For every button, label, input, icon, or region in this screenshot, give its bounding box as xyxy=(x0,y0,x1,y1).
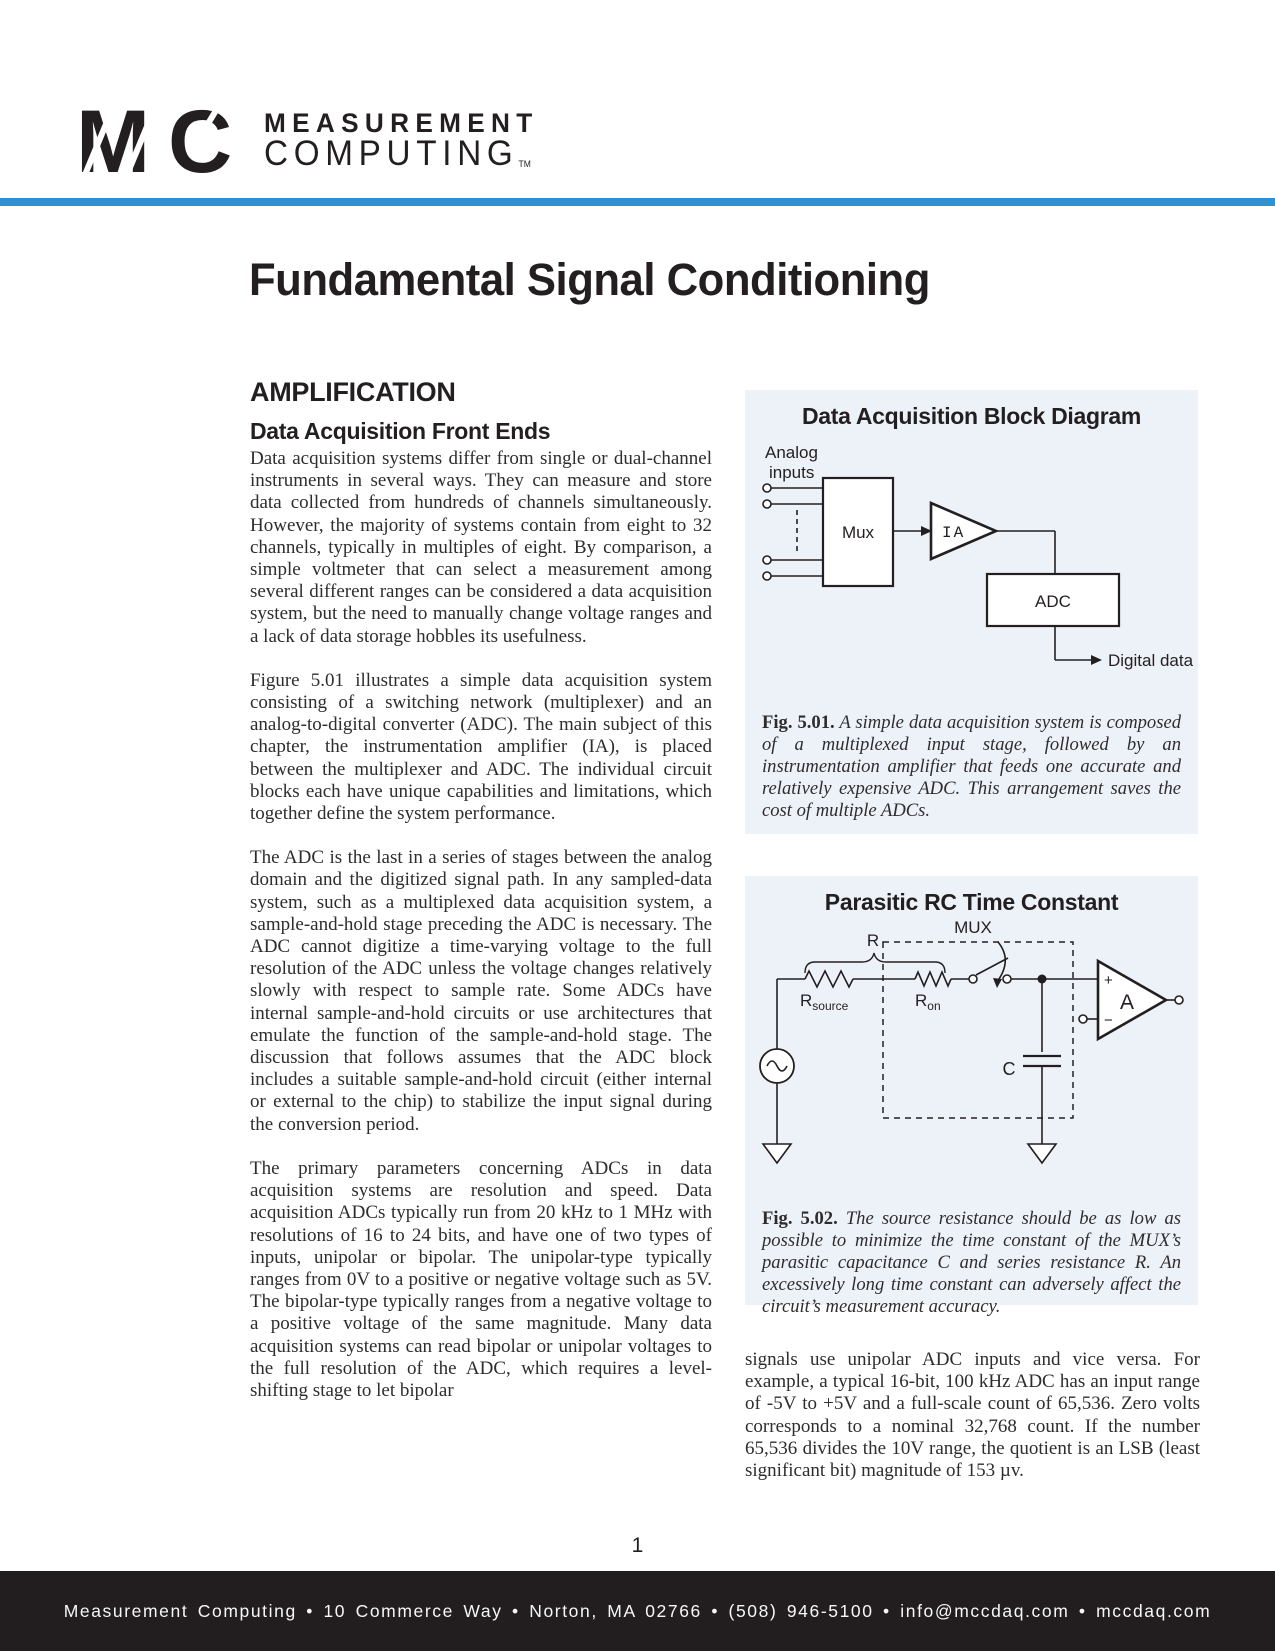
figure-caption-text: A simple data acquisition system is comp… xyxy=(762,711,1182,821)
logo-computing: COMPUTINGTM xyxy=(264,134,531,173)
mux-label: Mux xyxy=(842,523,875,542)
trademark-symbol: TM xyxy=(518,159,531,169)
r-label: R xyxy=(867,931,879,950)
section-heading: AMPLIFICATION xyxy=(250,377,456,407)
paragraph: Figure 5.01 illustrates a simple data ac… xyxy=(250,669,712,825)
mc-logo-icon: M C xyxy=(80,106,232,178)
ground-symbol xyxy=(761,1143,793,1165)
mux-label: MUX xyxy=(954,918,992,937)
switch-contact xyxy=(968,974,978,984)
opamp-symbol xyxy=(1096,958,1169,1042)
amp-label: A xyxy=(1120,991,1134,1014)
page-title: Fundamental Signal Conditioning xyxy=(249,254,930,305)
figure-5-01-box: Data Acquisition Block Diagram xyxy=(745,390,1198,834)
figure-5-02-box: Parasitic RC Time Constant xyxy=(745,876,1198,1317)
analog-inputs-label: inputs xyxy=(769,463,814,482)
analog-inputs-label: Analog xyxy=(765,443,818,462)
mc-logo: M C MEASUREMENT COMPUTINGTM xyxy=(80,106,547,181)
figure-caption-label: Fig. 5.01. xyxy=(762,711,835,733)
switch-lever xyxy=(975,957,1009,976)
input-terminals xyxy=(762,483,772,581)
ia-label: IA xyxy=(942,524,965,542)
arrowhead xyxy=(1091,655,1102,665)
paragraph: The primary parameters concerning ADCs i… xyxy=(250,1157,712,1401)
figure-5-02-title: Parasitic RC Time Constant xyxy=(824,889,1119,915)
logo-slash-decor xyxy=(80,106,223,178)
rc-circuit-diagram: MUX R Rsource Ron C A + − xyxy=(759,918,1184,1165)
rsource-label: Rsource xyxy=(800,991,849,1013)
ia-amplifier-symbol xyxy=(929,501,1000,561)
resistor-rsource xyxy=(804,969,854,989)
figure-caption-label: Fig. 5.02. xyxy=(762,1207,838,1229)
left-column: AMPLIFICATION Data Acquisition Front End… xyxy=(250,377,712,1424)
capacitor-label: C xyxy=(1003,1059,1016,1079)
minus-input-label: − xyxy=(1104,1012,1113,1029)
adc-block xyxy=(985,572,1121,628)
ron-label: Ron xyxy=(915,991,941,1013)
mux-block xyxy=(821,476,895,588)
sine-wave-glyph xyxy=(766,1060,788,1072)
paragraph: Data acquisition systems differ from sin… xyxy=(250,448,712,647)
logo-wordmark: MEASUREMENT COMPUTINGTM xyxy=(264,106,547,181)
resistor-ron xyxy=(914,969,952,989)
footer-contact-text: Measurement Computing • 10 Commerce Way … xyxy=(63,1600,1212,1621)
block-diagram: Analog inputs Mux IA ADC Digital data xyxy=(762,443,1194,670)
logo-measurement: MEASUREMENT xyxy=(264,108,539,138)
figure-5-01-caption: Fig. 5.01. A simple data acquisition sys… xyxy=(745,706,1198,822)
subsection-heading: Data Acquisition Front Ends xyxy=(250,418,551,444)
arrowhead xyxy=(993,978,1002,988)
r-brace xyxy=(804,952,946,974)
terminal xyxy=(1174,995,1184,1005)
terminal xyxy=(1078,1014,1088,1024)
page-number: 1 xyxy=(631,1534,644,1557)
figure-5-02-caption: Fig. 5.02. The source resistance should … xyxy=(745,1202,1198,1318)
ground-symbol xyxy=(1026,1143,1058,1165)
mux-dashed-boundary xyxy=(882,941,1074,1119)
arrowhead xyxy=(921,526,932,536)
digital-data-label: Digital data xyxy=(1108,651,1194,670)
paragraph: The ADC is the last in a series of stage… xyxy=(250,847,712,1135)
switch-arrow xyxy=(996,941,1007,983)
figure-5-01-title: Data Acquisition Block Diagram xyxy=(801,403,1142,429)
figure-caption-text: The source resistance should be as low a… xyxy=(762,1207,1181,1317)
switch-contact xyxy=(1002,974,1012,984)
node-dot xyxy=(1037,974,1047,984)
footer-bar: Measurement Computing • 10 Commerce Way … xyxy=(0,1571,1275,1651)
adc-label: ADC xyxy=(1035,592,1071,611)
right-column-paragraph: signals use unipolar ADC inputs and vice… xyxy=(745,1349,1200,1482)
plus-input-label: + xyxy=(1104,972,1113,989)
header-rule xyxy=(0,198,1275,206)
